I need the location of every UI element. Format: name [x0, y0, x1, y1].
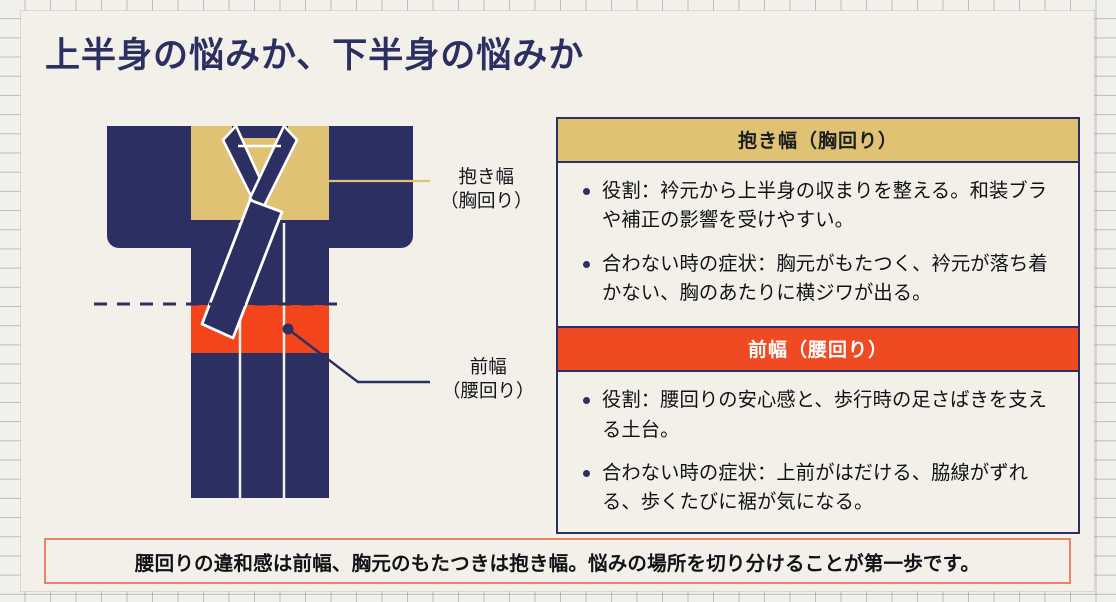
bullet-list-dakihaba: 役割：衿元から上半身の収まりを整える。和装ブラや補正の影響を受けやすい。 合わな…: [580, 177, 1058, 308]
page-title: 上半身の悩みか、下半身の悩みか: [45, 36, 585, 75]
kimono-right-sleeve: [329, 126, 413, 248]
callout-label-dakihaba: 抱き幅 （胸回り）: [440, 165, 533, 212]
list-item: 役割：衿元から上半身の収まりを整える。和装ブラや補正の影響を受けやすい。: [580, 177, 1058, 236]
callout-maehaba-line1: 前幅: [469, 356, 507, 377]
summary-banner: 腰回りの違和感は前幅、胸元のもたつきは抱き幅。悩みの場所を切り分けることが第一歩…: [44, 538, 1071, 584]
leader-line-maehaba: [282, 323, 430, 384]
list-item: 合わない時の症状：上前がはだける、脇線がずれる、歩くたびに裾が気になる。: [580, 459, 1058, 518]
kimono-illustration: [90, 108, 430, 518]
kimono-left-sleeve: [107, 126, 191, 248]
panel-body-dakihaba: 役割：衿元から上半身の収まりを整える。和装ブラや補正の影響を受けやすい。 合わな…: [558, 163, 1078, 326]
callout-dakihaba-line1: 抱き幅: [458, 166, 515, 187]
callout-dakihaba-line2: （胸回り）: [440, 189, 533, 211]
list-item: 役割：腰回りの安心感と、歩行時の足さばきを支える土台。: [580, 386, 1058, 445]
kimono-skirt: [191, 353, 329, 498]
kimono-shoulder-cap: [232, 126, 288, 138]
callout-maehaba-line2: （腰回り）: [442, 379, 535, 401]
list-item: 合わない時の症状：胸元がもたつく、衿元が落ち着かない、胸のあたりに横ジワが出る。: [580, 250, 1058, 309]
bullet-list-maehaba: 役割：腰回りの安心感と、歩行時の足さばきを支える土台。 合わない時の症状：上前が…: [580, 386, 1058, 517]
panel-body-maehaba: 役割：腰回りの安心感と、歩行時の足さばきを支える土台。 合わない時の症状：上前が…: [558, 372, 1078, 531]
summary-banner-text: 腰回りの違和感は前幅、胸元のもたつきは抱き幅。悩みの場所を切り分けることが第一歩…: [134, 552, 981, 575]
info-panel: 抱き幅（胸回り） 役割：衿元から上半身の収まりを整える。和装ブラや補正の影響を受…: [556, 117, 1080, 534]
leader-line-dakihaba: [283, 175, 430, 187]
callout-label-maehaba: 前幅 （腰回り）: [442, 355, 535, 402]
panel-header-dakihaba: 抱き幅（胸回り）: [558, 119, 1078, 163]
panel-header-maehaba: 前幅（腰回り）: [558, 326, 1078, 373]
